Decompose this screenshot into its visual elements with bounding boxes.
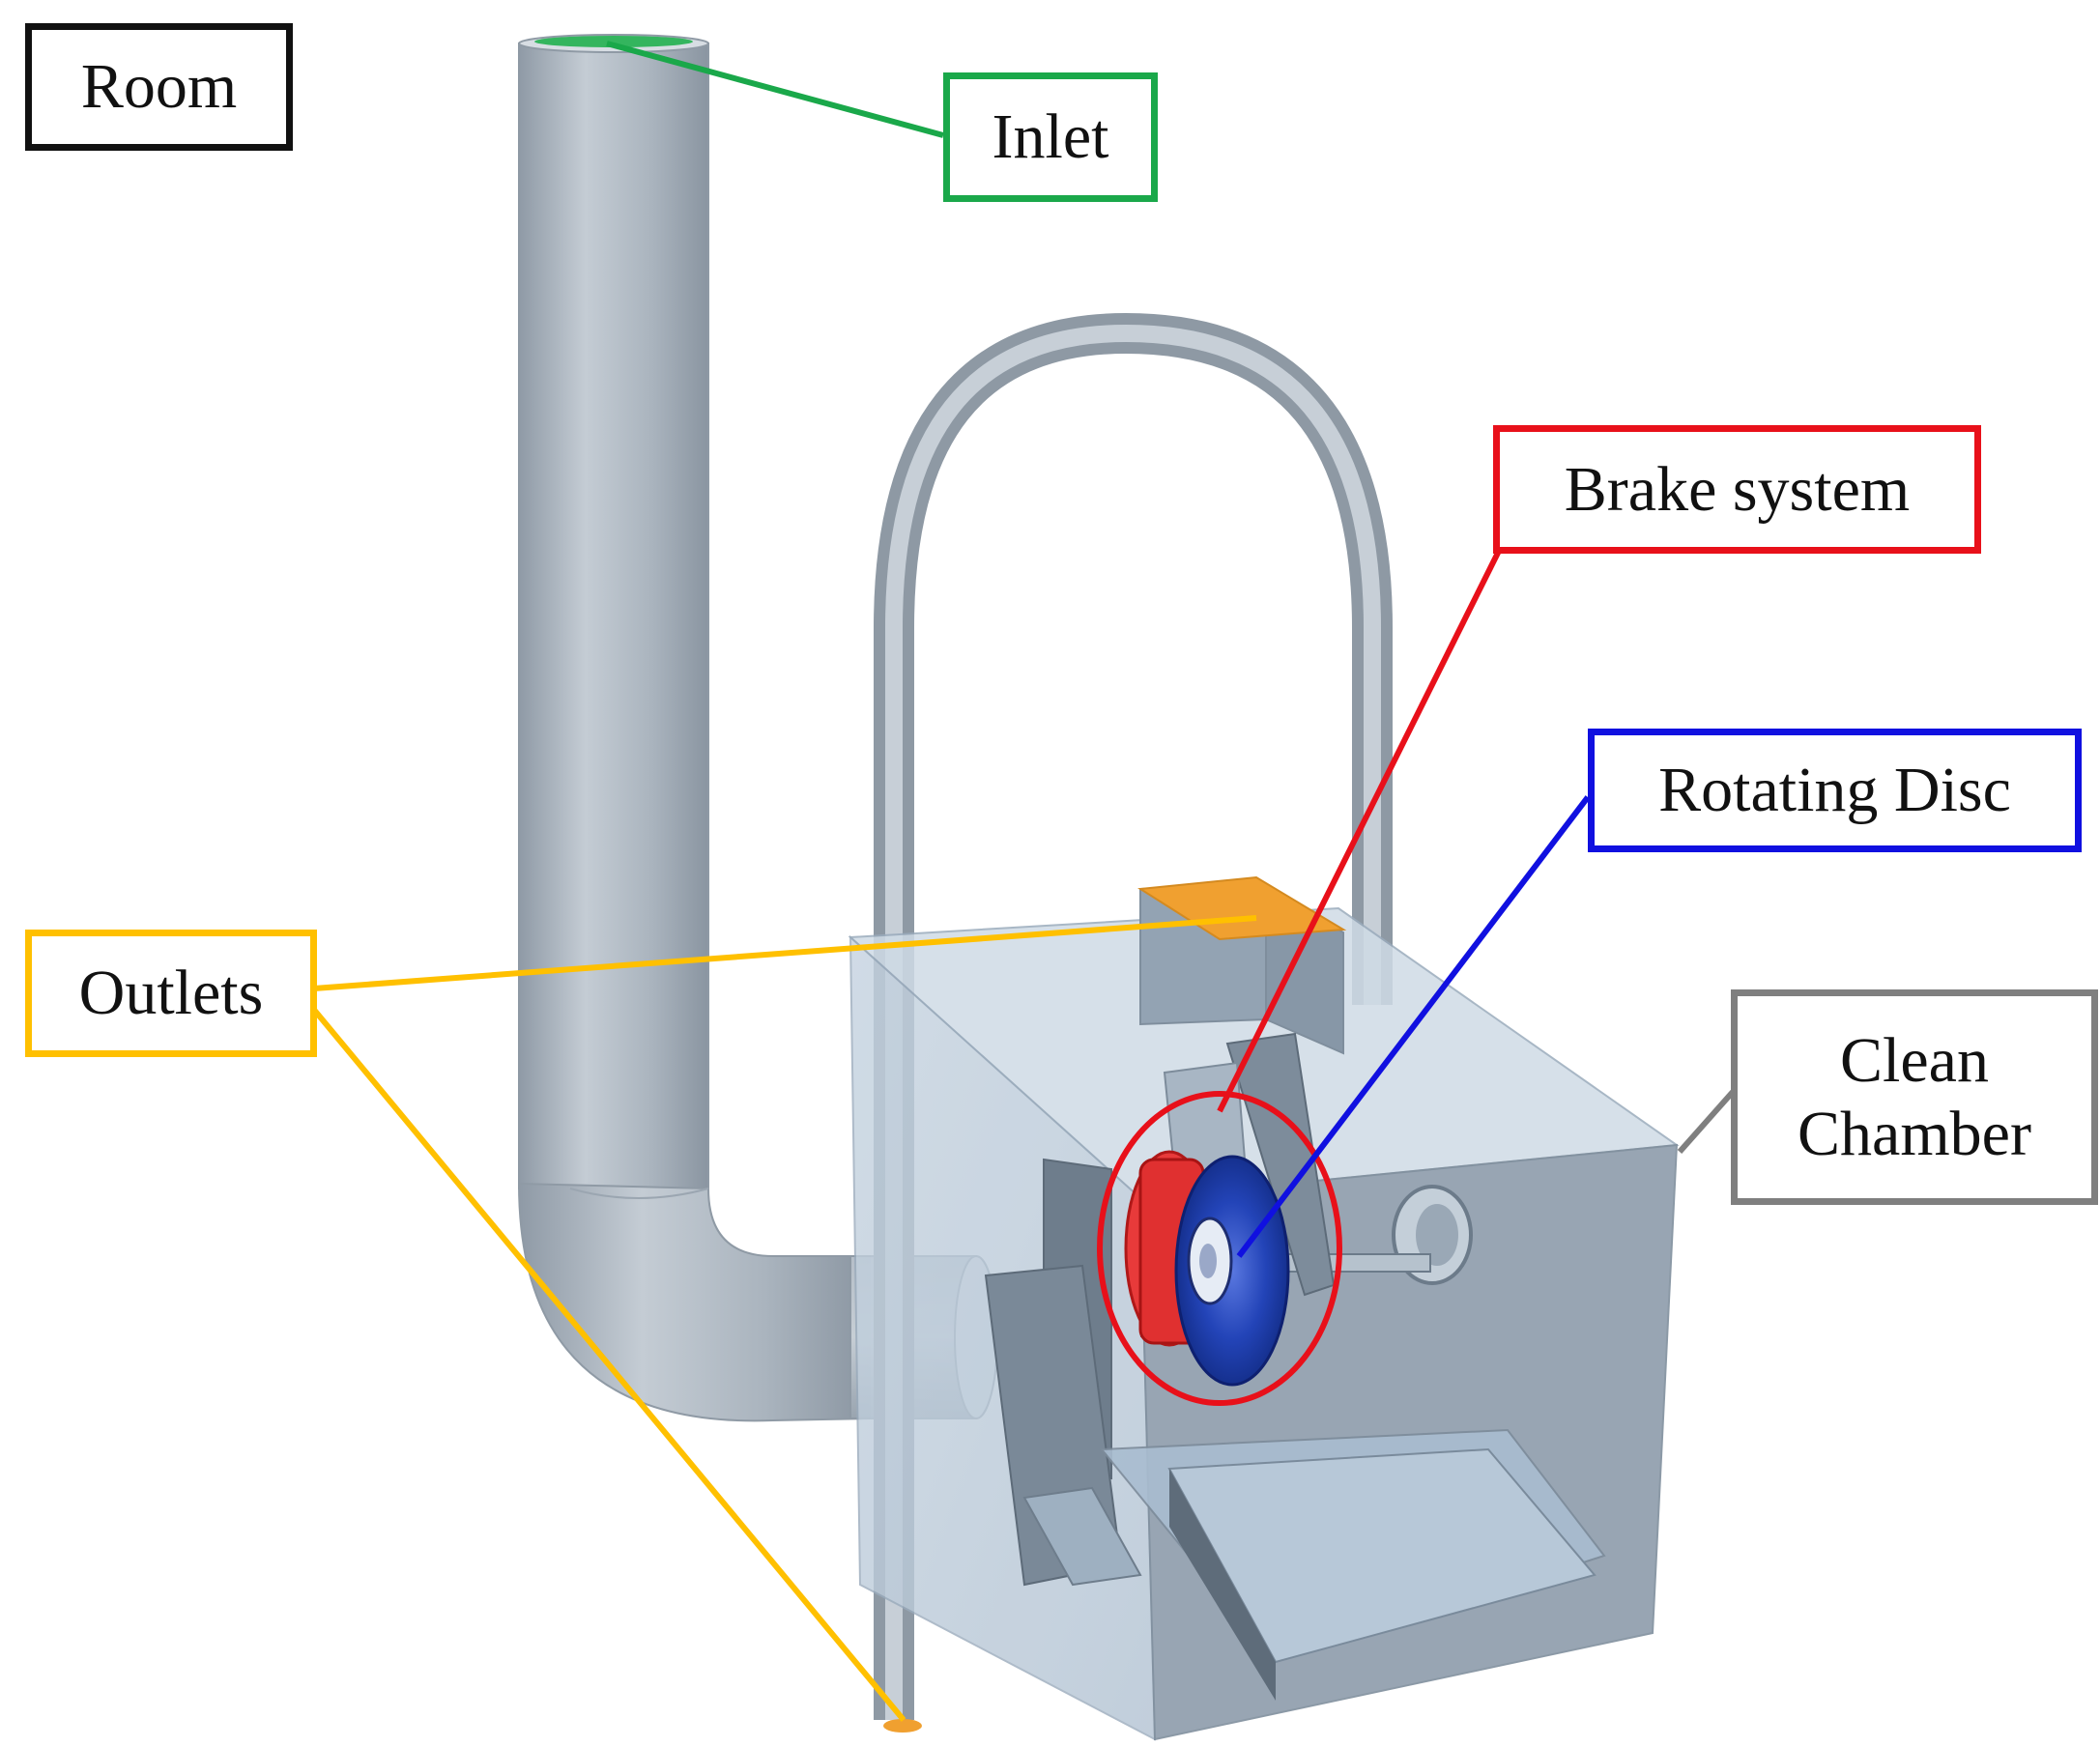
- inlet-leader-line: [606, 41, 944, 138]
- rotating-disc-label-text: Rotating Disc: [1658, 755, 2011, 826]
- callout-lines: [311, 41, 1736, 1722]
- duct-elbow-seam: [569, 1188, 709, 1199]
- floor-block-side: [1169, 1469, 1276, 1701]
- brake-system-label-text: Brake system: [1564, 453, 1911, 525]
- room-label-text: Room: [80, 51, 238, 123]
- brake-assembly: [1097, 1091, 1342, 1406]
- outlet-bottom-patch: [883, 1719, 922, 1733]
- shaft-end-hole: [1416, 1204, 1458, 1266]
- brake-leader-line: [1217, 547, 1503, 1113]
- chamber-leader-line: [1677, 1090, 1736, 1154]
- outlets-leader-line-bottom: [311, 1008, 906, 1722]
- loop-pipe-highlight: [885, 324, 1381, 1720]
- disc-leader-line: [1236, 795, 1591, 1258]
- brake-system-label: Brake system: [1493, 425, 1981, 554]
- clean-chamber-label: Clean Chamber: [1731, 989, 2098, 1205]
- duct-elbow: [517, 1182, 871, 1422]
- clean-chamber-label-line1: Clean: [1840, 1024, 1989, 1096]
- duct-vertical-section: [518, 43, 709, 1189]
- rotating-disc-shape: [1174, 1155, 1290, 1387]
- rotating-disc-label: Rotating Disc: [1588, 729, 2082, 852]
- disc-hub-center: [1199, 1244, 1217, 1278]
- room-label: Room: [25, 23, 293, 151]
- outlets-label-text: Outlets: [78, 958, 264, 1029]
- outlets-leader-line-top: [313, 915, 1257, 991]
- outlets-label: Outlets: [25, 930, 317, 1057]
- inlet-label: Inlet: [943, 72, 1158, 202]
- clean-chamber-label-line2: Chamber: [1798, 1098, 2031, 1169]
- brake-highlight-ring: [1097, 1091, 1342, 1406]
- floor-foot-left: [1022, 1486, 1142, 1587]
- inlet-label-text: Inlet: [992, 101, 1109, 173]
- inlet-surface: [534, 36, 693, 47]
- floor-block: [1167, 1447, 1597, 1664]
- return-loop-pipe: [874, 312, 1393, 1733]
